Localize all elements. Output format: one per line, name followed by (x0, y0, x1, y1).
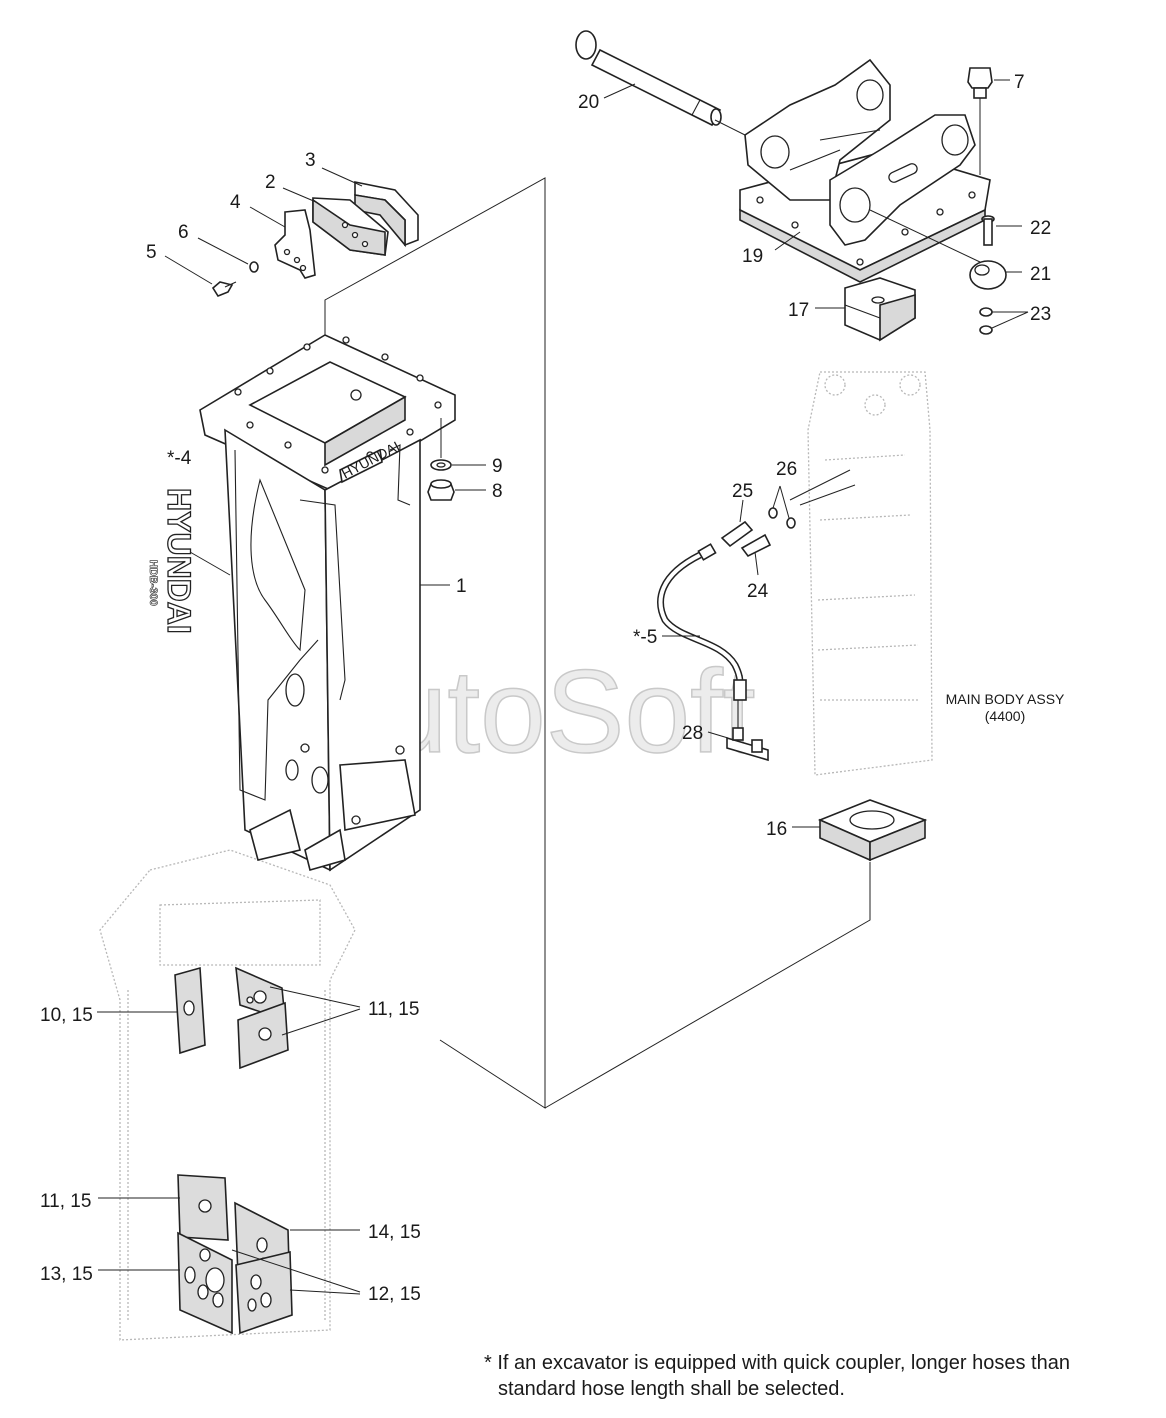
label-6: 6 (178, 222, 189, 243)
part-11-plate-upper (235, 966, 289, 1070)
part-22-bolt (981, 215, 995, 246)
part-13-plate (177, 1231, 233, 1335)
label-8: 8 (492, 481, 503, 502)
part-19-bracket (739, 58, 991, 283)
leader-4 (249, 206, 286, 228)
leader-26-1 (772, 485, 781, 509)
part-5-bolt (211, 281, 237, 297)
label-23: 23 (1030, 304, 1051, 325)
leader-19-b (869, 209, 981, 263)
leader-25 (739, 499, 744, 523)
part-10-plate (174, 966, 206, 1055)
leader-24 (754, 551, 759, 576)
leader-19 (774, 231, 801, 251)
label-3: 3 (305, 150, 316, 171)
part-1-frame: HYUNDAI (199, 334, 456, 872)
part-11-plate-lower (177, 1174, 229, 1241)
leader-20-b (714, 119, 746, 136)
label-star-4: *-4 (167, 448, 192, 469)
leader-2 (282, 187, 317, 203)
leader-12-2 (289, 1289, 361, 1295)
part-28-block (726, 700, 769, 762)
part-24-fitting (740, 533, 772, 558)
label-25: 25 (732, 481, 753, 502)
part-9-washer (430, 459, 452, 471)
label-4: 4 (230, 192, 241, 213)
leader-23-2 (991, 311, 1029, 329)
leader-3 (321, 167, 363, 187)
part-3-liner (354, 181, 419, 248)
part-25-fitting (720, 520, 754, 548)
leader-11a-2 (281, 1008, 361, 1036)
label-12-15: 12, 15 (368, 1284, 421, 1305)
label-26: 26 (776, 459, 797, 480)
part-5-hose (657, 543, 747, 701)
decal-model: HDB-300 (147, 560, 159, 606)
decal-brand: HYUNDAI (161, 488, 197, 634)
leader-star-4 (189, 551, 231, 576)
leader-11a-1 (269, 986, 361, 1008)
part-7-bolt (967, 67, 993, 99)
label-14-15: 14, 15 (368, 1222, 421, 1243)
leader-6 (197, 237, 249, 265)
label-11-15-b: 11, 15 (40, 1191, 91, 1212)
label-21: 21 (1030, 264, 1051, 285)
part-16-cushion (817, 799, 928, 862)
label-20: 20 (578, 92, 599, 113)
leader-28 (707, 731, 729, 739)
label-5: 5 (146, 242, 157, 263)
part-17-block (844, 277, 916, 342)
part-20-pin (575, 30, 722, 127)
leader-16-b (544, 862, 871, 1109)
footnote-line-1: If an excavator is equipped with quick c… (497, 1352, 1070, 1374)
label-13-15: 13, 15 (40, 1264, 93, 1285)
footnote: * If an excavator is equipped with quick… (484, 1350, 1154, 1402)
part-4-decal: HYUNDAI HDB-300 (147, 487, 198, 634)
label-10-15: 10, 15 (40, 1005, 93, 1026)
label-7: 7 (1014, 72, 1025, 93)
main-body-code: (4400) (985, 708, 1025, 724)
ghost-breaker-body (99, 849, 356, 1341)
part-23-nuts (979, 307, 993, 335)
part-21-collar (969, 260, 1007, 290)
main-body-title: MAIN BODY ASSY (946, 691, 1065, 707)
label-17: 17 (788, 300, 809, 321)
ghost-main-body (807, 371, 933, 776)
footnote-star: * (484, 1352, 492, 1374)
part-6-washer (249, 261, 259, 273)
label-9: 9 (492, 456, 503, 477)
part-12-plate (235, 1250, 293, 1335)
label-28: 28 (682, 723, 703, 744)
part-26-orings (768, 469, 856, 529)
label-19: 19 (742, 246, 763, 267)
label-24: 24 (747, 581, 769, 602)
leader-5 (164, 255, 213, 285)
leader-20 (603, 83, 636, 99)
label-2: 2 (265, 172, 276, 193)
part-8-nut (427, 479, 455, 501)
part-4-bracket (274, 209, 316, 279)
leader-12-1 (231, 1249, 361, 1293)
part-2-block (312, 197, 389, 256)
label-22: 22 (1030, 218, 1051, 239)
leader-26-2 (779, 485, 790, 519)
label-1: 1 (456, 576, 467, 597)
label-star-5: *-5 (633, 627, 657, 648)
label-11-15-a: 11, 15 (368, 999, 419, 1020)
footnote-line-2: standard hose length shall be selected. (498, 1378, 845, 1400)
label-16: 16 (766, 819, 787, 840)
